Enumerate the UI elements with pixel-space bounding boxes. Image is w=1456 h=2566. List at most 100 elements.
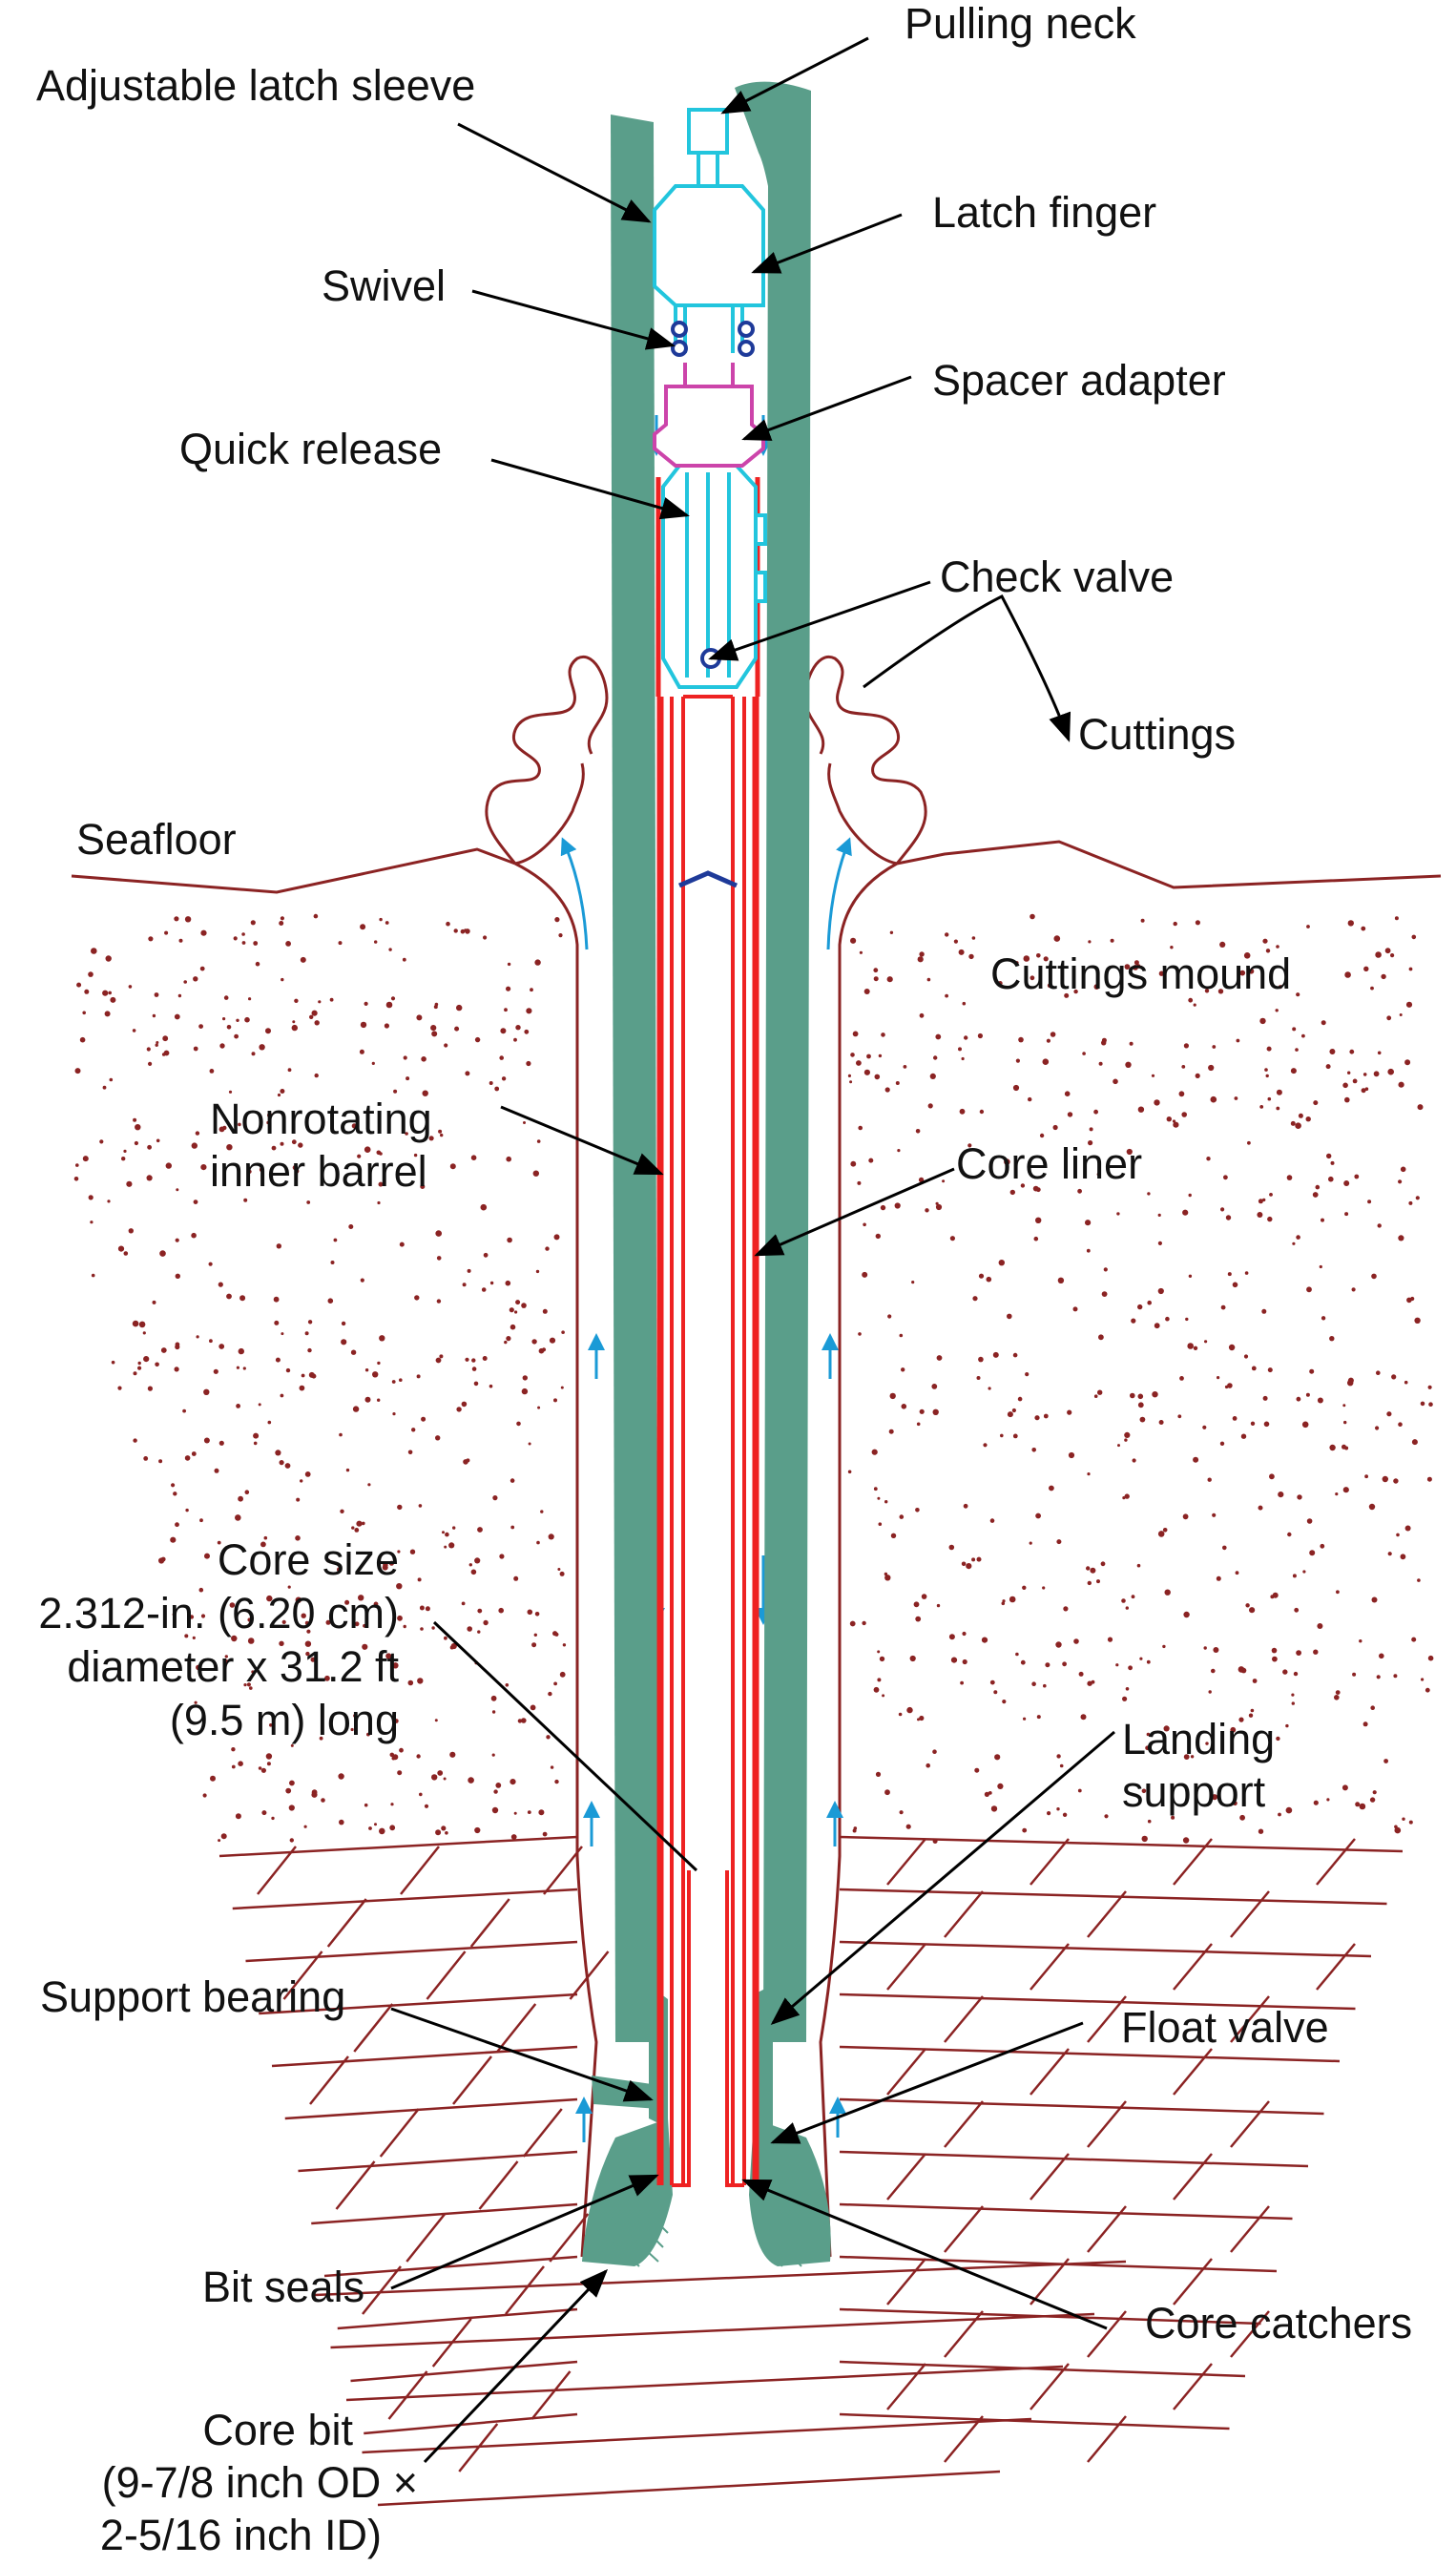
sediment-speckle	[1267, 1096, 1272, 1101]
label-seafloor: Seafloor	[76, 815, 237, 864]
sediment-speckle	[1188, 1193, 1192, 1198]
formation-hatch-line	[426, 1951, 467, 2000]
sediment-speckle	[311, 1373, 317, 1379]
sediment-speckle	[271, 1145, 277, 1151]
sediment-speckle	[338, 1773, 344, 1780]
sediment-speckle	[403, 1055, 407, 1060]
sediment-speckle	[1219, 1441, 1225, 1447]
sediment-speckle	[318, 1000, 322, 1004]
sediment-speckle	[1227, 1383, 1233, 1388]
sediment-speckle	[1035, 1217, 1042, 1224]
sediment-speckle	[263, 1535, 268, 1540]
sediment-speckle	[1336, 1590, 1340, 1595]
sediment-speckle	[1415, 1196, 1420, 1200]
sediment-speckle	[146, 1175, 153, 1181]
formation-hatch-line	[232, 1888, 578, 1910]
sediment-speckle	[1052, 1124, 1058, 1131]
sediment-speckle	[1276, 945, 1279, 949]
sediment-speckle	[439, 1354, 444, 1359]
formation-hatch-line	[1173, 1838, 1213, 1886]
sediment-speckle	[1116, 1212, 1120, 1216]
sediment-speckle	[852, 1031, 859, 1037]
sediment-speckle	[359, 1049, 364, 1054]
sediment-speckle	[173, 1492, 177, 1496]
sediment-speckle	[1272, 1592, 1279, 1598]
sediment-speckle	[143, 1456, 149, 1461]
sediment-speckle	[1239, 970, 1246, 976]
sediment-speckle	[238, 1495, 244, 1502]
formation-hatch-line	[335, 2160, 376, 2210]
sediment-speckle	[1015, 1652, 1019, 1657]
sediment-speckle	[291, 1024, 298, 1032]
sediment-speckle	[235, 1813, 241, 1820]
sediment-speckle	[1145, 1745, 1150, 1750]
sediment-speckle	[877, 1678, 882, 1682]
sediment-speckle	[196, 1335, 199, 1339]
sediment-speckle	[493, 1789, 498, 1794]
sediment-speckle	[1394, 916, 1399, 921]
formation-hatch-line	[309, 2055, 349, 2105]
sediment-speckle	[1393, 1674, 1398, 1679]
sediment-speckle	[177, 993, 182, 998]
sediment-speckle	[994, 1754, 1001, 1761]
sediment-speckle	[274, 1320, 280, 1325]
sediment-speckle	[1398, 1235, 1404, 1241]
sediment-speckle	[1250, 1421, 1256, 1427]
sediment-speckle	[416, 1374, 421, 1379]
sediment-speckle	[444, 1636, 447, 1640]
cuttings-plumes	[485, 655, 927, 866]
formation-hatch-line	[1030, 2048, 1070, 2096]
sediment-speckle	[1302, 1570, 1306, 1574]
label-nonrotating-line1: Nonrotating	[210, 1095, 432, 1143]
sediment-speckle	[243, 1198, 248, 1202]
sediment-speckle	[1056, 1807, 1060, 1811]
sediment-speckle	[489, 1384, 493, 1388]
sediment-speckle	[1220, 1304, 1226, 1310]
sediment-speckle	[1166, 1116, 1173, 1122]
sediment-speckle	[1178, 1091, 1185, 1097]
sediment-speckle	[1276, 1106, 1280, 1111]
sediment-speckle	[527, 1810, 531, 1814]
label-core-bit-line2: (9-7/8 inch OD ×	[102, 2458, 418, 2507]
sediment-speckle	[456, 1407, 462, 1412]
sediment-speckle	[91, 1273, 95, 1278]
formation-hatch-line	[1087, 2310, 1127, 2358]
sediment-speckle	[1078, 1671, 1084, 1677]
sediment-speckle	[1321, 1218, 1324, 1222]
sediment-speckle	[147, 1144, 153, 1150]
formation-hatch-line	[944, 2205, 984, 2253]
sediment-speckle	[280, 1089, 285, 1094]
sediment-speckle	[444, 1043, 448, 1048]
sediment-speckle	[919, 1408, 925, 1414]
sediment-speckle	[510, 1478, 515, 1483]
sediment-speckle	[1210, 1095, 1217, 1103]
sediment-speckle	[1329, 1336, 1335, 1342]
sediment-speckle	[1007, 1411, 1013, 1418]
sediment-speckle	[917, 956, 924, 963]
sediment-speckle	[1154, 1099, 1160, 1106]
sediment-speckle	[456, 1004, 463, 1012]
formation-hatch-line	[839, 2097, 1324, 2116]
sediment-speckle	[1313, 1800, 1319, 1805]
sediment-speckle	[527, 1609, 533, 1616]
sediment-speckle	[1089, 1127, 1093, 1132]
sediment-speckle	[971, 1557, 976, 1562]
sediment-speckle	[1055, 1641, 1062, 1648]
sediment-speckle	[1363, 966, 1369, 971]
sediment-speckle	[1087, 1472, 1091, 1476]
sediment-speckle	[495, 1783, 502, 1788]
label-nonrotating-line2: inner barrel	[210, 1147, 427, 1196]
sediment-speckle	[362, 1643, 368, 1650]
sediment-speckle	[521, 1303, 527, 1308]
sediment-speckle	[489, 1081, 493, 1085]
label-core-bit-line3: 2-5/16 inch ID)	[100, 2511, 382, 2559]
label-pulling-neck: Pulling neck	[905, 0, 1136, 48]
sediment-speckle	[238, 1761, 243, 1766]
sediment-speckle	[148, 1061, 153, 1066]
sediment-speckle	[1278, 1812, 1281, 1817]
sediment-speckle	[1057, 1277, 1065, 1284]
sediment-speckle	[1328, 1176, 1334, 1182]
sediment-speckle	[1258, 1199, 1263, 1204]
sediment-speckle	[959, 1108, 966, 1115]
sediment-speckle	[261, 1810, 267, 1816]
